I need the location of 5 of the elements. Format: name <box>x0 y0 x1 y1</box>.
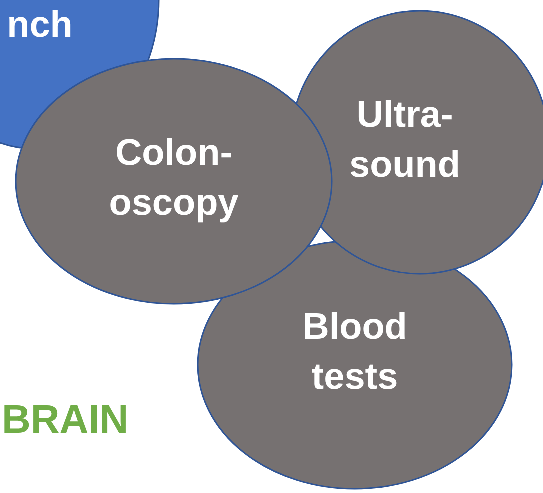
node-label: Ultra- sound <box>348 93 462 187</box>
node-label: nch <box>6 3 74 47</box>
node-label: Blood tests <box>302 305 408 399</box>
heading-text: BRAIN <box>2 398 129 443</box>
node-label: Colon- oscopy <box>108 131 240 225</box>
